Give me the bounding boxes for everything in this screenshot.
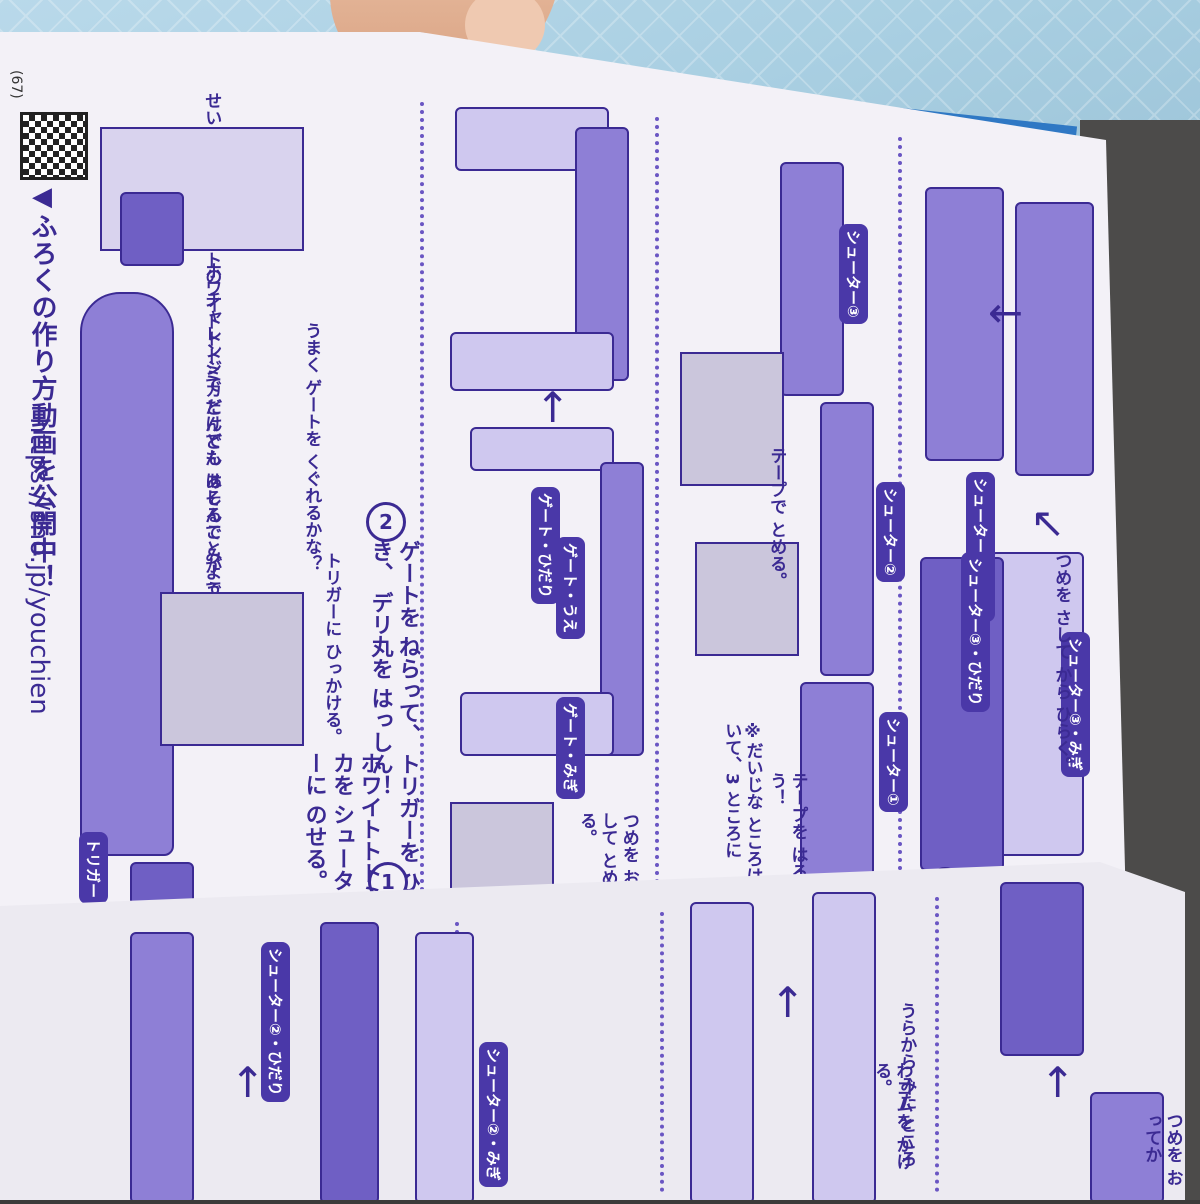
arrow-up-icon: ↑	[1040, 1058, 1076, 1107]
shooter-1-piece	[800, 682, 874, 886]
trigger-closeup	[160, 592, 304, 746]
shooter-back-piece	[690, 902, 754, 1200]
shooter-2-right-label: シューター②・みぎ	[479, 1042, 508, 1187]
shooter-back-view	[812, 892, 876, 1200]
shooter-3-left-label: シューター③・ひだり	[961, 552, 990, 712]
step-2-badge: 2	[366, 502, 406, 542]
arrow-up-icon: ↑	[230, 1058, 266, 1107]
shooter-3-assembled-alt	[1015, 202, 1094, 476]
arrow-left-icon: ←	[988, 288, 1024, 337]
video-url[interactable]: https://sho.jp/youchien	[24, 417, 54, 715]
shooter-2-assembled	[130, 932, 194, 1200]
stop-close-text: つめを おしして とめる。	[576, 812, 639, 903]
gate-assembled-base	[450, 332, 614, 391]
shooter-2-label: シューター②	[876, 482, 905, 582]
car-illustration	[120, 192, 184, 266]
video-notice: ◀ふろくの作り方動画を公開中！	[27, 182, 57, 591]
note-tomica-only: ホワイトトトミカだけでも はしることが できるよ。	[201, 262, 222, 665]
shooter-2-right-piece	[415, 932, 474, 1200]
step-2-text: ゲートを ねらって、 トリガーを ひき、 デリ丸を はっしん！	[367, 540, 421, 893]
section-divider	[420, 102, 424, 892]
shooter-3-piece	[780, 162, 844, 396]
tape-stop-text: テープで とめる。	[766, 447, 787, 589]
tab-fold-text: つめを おってか	[1141, 1112, 1183, 1186]
gate-right-label: ゲート・みぎ	[556, 697, 585, 800]
page-number: (67)	[8, 70, 24, 99]
step-2-sub: トリガーに ひっかける。	[321, 552, 342, 745]
arrow-up-icon: ↑	[770, 978, 806, 1027]
arrow-diagonal-icon: ↖	[1030, 498, 1066, 547]
shooter-1-label: シューター①	[879, 712, 908, 812]
tape-closeup-2	[695, 542, 799, 656]
shooter-2-left-piece	[320, 922, 379, 1200]
shooter-3-label: シューター③	[839, 224, 868, 324]
warning-text: ※だいじな ところは おいて、3 ところに	[721, 722, 763, 907]
tab-closeup	[450, 802, 554, 896]
magazine-page: (67) ◀ふろくの作り方動画を公開中！ https://sho.jp/youc…	[0, 32, 1126, 907]
gate-right-piece	[460, 692, 614, 756]
tab-close-text: つめを さして から ひらく。	[1051, 552, 1072, 774]
gate-top-label: ゲート・うえ	[556, 537, 585, 640]
tape-closeup-1	[680, 352, 784, 486]
trigger-label: トリガー	[79, 832, 108, 905]
next-page: ↑ シューター②・ひだり シューター②・みぎ ↑ うらから みた ところ わゴム…	[0, 862, 1185, 1200]
stand-piece	[1000, 882, 1084, 1056]
section-divider	[935, 897, 939, 1192]
qr-code-icon	[20, 112, 88, 180]
back-view-text: うらから みた ところ	[896, 1002, 917, 1167]
gate-left-piece	[470, 427, 614, 471]
shooter-track	[80, 292, 174, 856]
gate-hint: うまく ゲートを くぐれるかな？	[301, 322, 322, 572]
shooter-3-assembled	[925, 187, 1004, 461]
shooter-2-piece	[820, 402, 874, 676]
section-divider	[655, 117, 659, 892]
step-1-text: ホワイトトトミカを シューターに のせる。	[301, 752, 382, 906]
section-divider	[660, 912, 664, 1192]
stand-piece-fold	[1090, 1092, 1164, 1200]
ring-text: わゴムを かける。	[871, 1062, 913, 1170]
arrow-up-icon: ↑	[535, 383, 571, 432]
shooter-2-left-label: シューター②・ひだり	[261, 942, 290, 1102]
tape-paste-text: テープを はろう！	[766, 772, 808, 880]
